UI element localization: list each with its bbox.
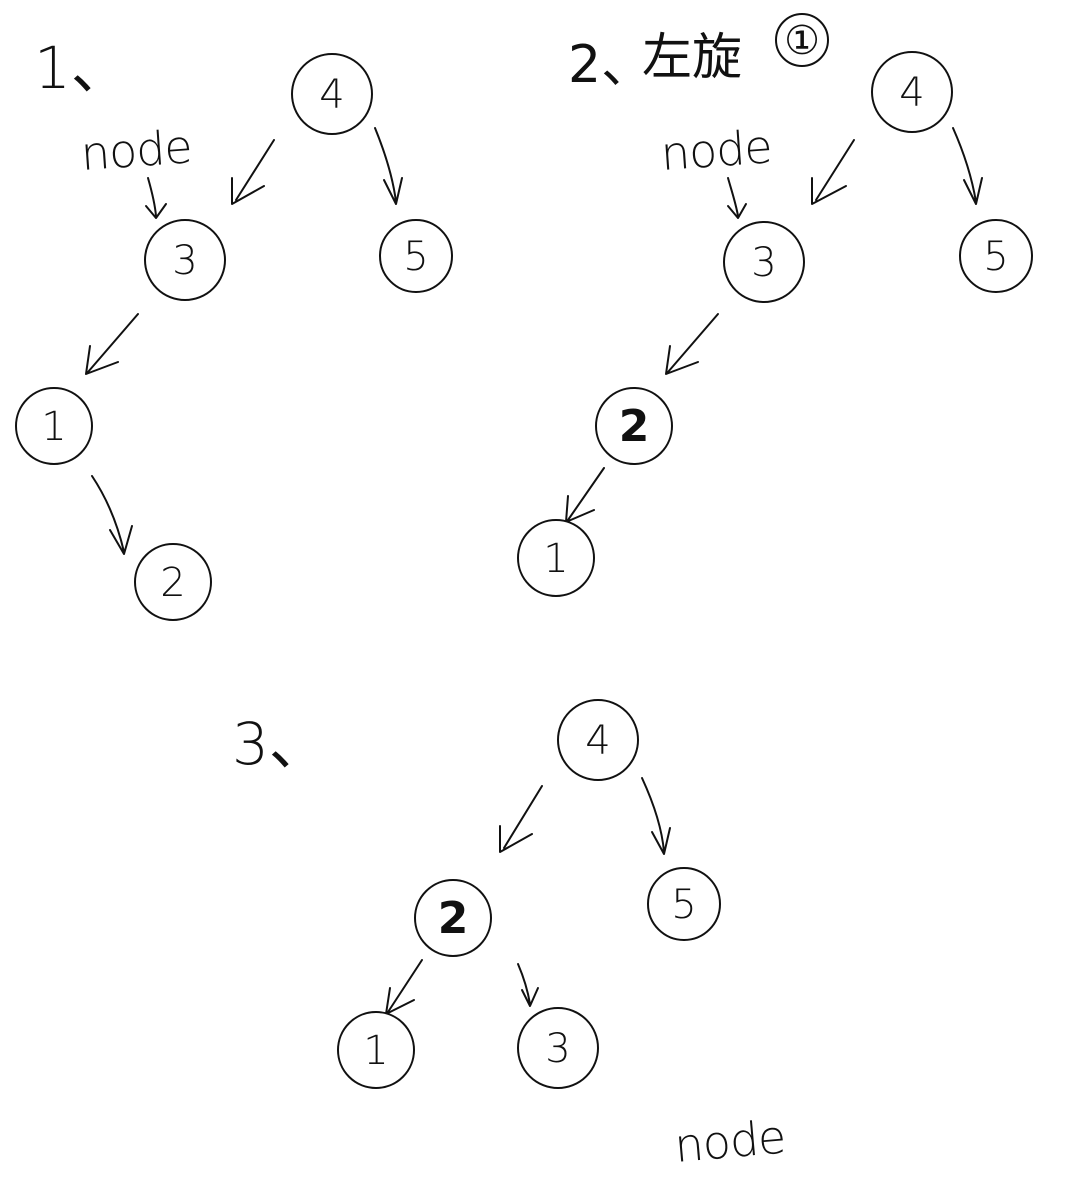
panel-1-edge-4-3 bbox=[231, 139, 275, 205]
panel-1-edge-3-1 bbox=[85, 313, 139, 375]
panel-2-node-2-value: 2 bbox=[619, 401, 650, 452]
panel-2-node-pointer-label: node bbox=[659, 119, 773, 181]
panel-3-node-4: 4 bbox=[557, 699, 639, 781]
panel-3-node-3-value: 3 bbox=[545, 1026, 570, 1072]
panel-2-node-1: 1 bbox=[517, 519, 595, 597]
panel-2-label: 2、 bbox=[568, 35, 653, 95]
panel-3-node-1: 1 bbox=[337, 1011, 415, 1089]
panel-3-node-1-value: 1 bbox=[363, 1028, 388, 1074]
panel-2-node-pointer-arrow bbox=[727, 177, 747, 219]
panel-3-edge-2-3 bbox=[517, 963, 539, 1007]
panel-1-node-1: 1 bbox=[15, 387, 93, 465]
panel-1-node-5: 5 bbox=[379, 219, 453, 293]
panel-2-edge-2-1 bbox=[565, 467, 605, 523]
panel-1-label: 1、 bbox=[34, 34, 129, 102]
panel-3-edge-2-1 bbox=[385, 959, 423, 1015]
panel-2-node-4: 4 bbox=[871, 51, 953, 133]
panel-1-node-4: 4 bbox=[291, 53, 373, 135]
panel-1: 1、 node 4 3 5 1 2 bbox=[15, 34, 453, 621]
panel-2-step-marker: ① bbox=[784, 18, 820, 64]
panel-2-node-2: 2 bbox=[595, 387, 673, 465]
panel-3-node-2: 2 bbox=[414, 879, 492, 957]
panel-3: 3、 node 4 2 5 1 3 bbox=[232, 699, 787, 1173]
panel-1-node-pointer-arrow bbox=[145, 177, 167, 219]
panel-3-label: 3、 bbox=[232, 710, 327, 778]
panel-2-node-3: 3 bbox=[723, 221, 805, 303]
panel-2-edge-4-3 bbox=[811, 139, 855, 205]
panel-2-edge-3-2 bbox=[665, 313, 719, 375]
panel-2: 2、 左旋 ① node 4 3 5 2 1 bbox=[517, 13, 1033, 597]
panel-1-node-4-value: 4 bbox=[319, 72, 344, 118]
panel-2-edge-4-5 bbox=[952, 127, 983, 205]
panel-3-node-5: 5 bbox=[647, 867, 721, 941]
panel-3-edge-4-2 bbox=[499, 785, 543, 853]
panel-1-node-5-value: 5 bbox=[403, 234, 428, 280]
panel-1-node-2-value: 2 bbox=[160, 560, 185, 606]
panel-1-node-3-value: 3 bbox=[172, 238, 197, 284]
panel-2-heading: 左旋 bbox=[642, 28, 742, 86]
panel-3-node-5-value: 5 bbox=[671, 882, 696, 928]
panel-1-node-2: 2 bbox=[134, 543, 212, 621]
panel-2-node-5-value: 5 bbox=[983, 234, 1008, 280]
panel-3-node-2-value: 2 bbox=[438, 893, 469, 944]
panel-2-node-1-value: 1 bbox=[543, 536, 568, 582]
panel-3-node-3: 3 bbox=[517, 1007, 599, 1089]
panel-3-node-pointer-label: node bbox=[672, 1110, 787, 1173]
panel-1-node-1-value: 1 bbox=[41, 404, 66, 450]
panel-1-node-pointer-label: node bbox=[79, 119, 193, 181]
panel-3-edge-4-5 bbox=[641, 777, 671, 855]
panel-1-edge-1-2 bbox=[91, 475, 133, 555]
panel-2-step-marker-ring bbox=[775, 13, 829, 67]
panel-1-edge-4-5 bbox=[374, 127, 403, 205]
panel-1-node-3: 3 bbox=[144, 219, 226, 301]
panel-2-node-5: 5 bbox=[959, 219, 1033, 293]
panel-3-node-4-value: 4 bbox=[585, 718, 610, 764]
panel-2-node-3-value: 3 bbox=[751, 240, 776, 286]
panel-2-node-4-value: 4 bbox=[899, 70, 924, 116]
